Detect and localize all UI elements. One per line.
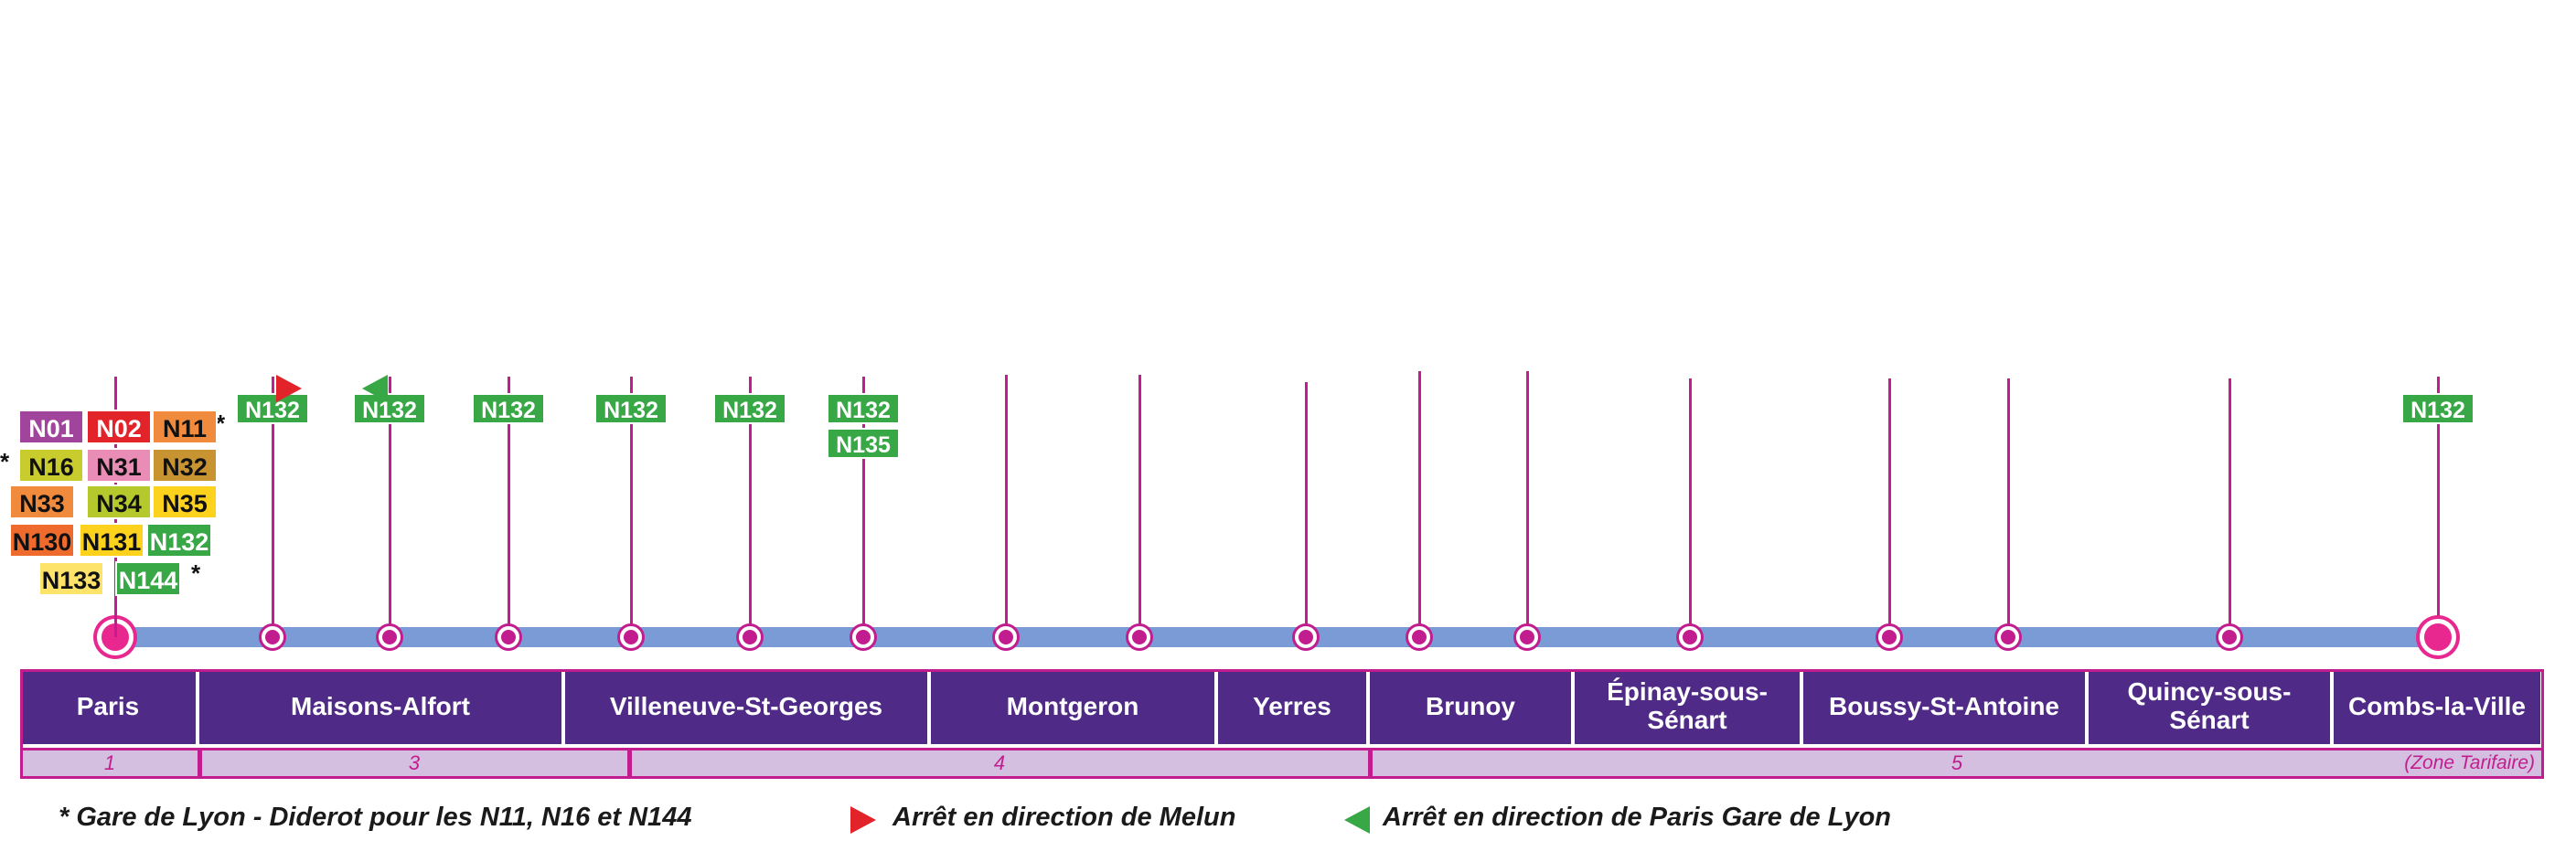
- grid-star-note: *: [216, 410, 226, 437]
- station-leader-line: [749, 377, 752, 637]
- station-leader-line: [272, 377, 274, 637]
- station-leader-line: [389, 377, 391, 637]
- station-leader-line: [1888, 378, 1891, 637]
- line-grid-cell: N133: [38, 561, 104, 596]
- red-triangle-icon: [276, 375, 302, 402]
- line-grid-cell: N02: [86, 410, 152, 444]
- station-dot: [1679, 626, 1701, 648]
- line-grid-cell: N130: [9, 523, 75, 558]
- line-grid-cell: N131: [79, 523, 144, 558]
- line-grid-cell: N33: [9, 484, 75, 519]
- commune-cell: Quincy-sous-Sénart: [2089, 669, 2334, 744]
- station-leader-line: [2007, 378, 2010, 637]
- zone-separator: [1368, 748, 1373, 779]
- station-dot: [379, 626, 401, 648]
- station-dot: [1516, 626, 1538, 648]
- legend-red: Arrêt en direction de Melun: [893, 803, 1236, 832]
- line-badge: N135: [827, 428, 900, 459]
- line-badge: N132: [713, 393, 786, 424]
- station-leader-line: [630, 377, 633, 637]
- line-grid-cell: N35: [152, 484, 218, 519]
- line-grid-cell: N132: [146, 523, 212, 558]
- station-leader-line: [862, 377, 865, 637]
- station-dot: [995, 626, 1017, 648]
- station-leader-line: [1005, 375, 1008, 637]
- station-dot: [97, 619, 134, 655]
- station-leader-line: [2437, 377, 2440, 637]
- station-dot: [1295, 626, 1317, 648]
- zone-caption: (Zone Tarifaire): [2404, 752, 2535, 773]
- zone-separator: [198, 748, 202, 779]
- station-dot: [2420, 619, 2456, 655]
- station-dot: [852, 626, 874, 648]
- grid-star-note: *: [0, 448, 10, 475]
- commune-cell: Boussy-St-Antoine: [1803, 669, 2089, 744]
- zone-label: 4: [993, 751, 1006, 774]
- line-grid-cell: N11: [152, 410, 218, 444]
- station-dot: [1878, 626, 1900, 648]
- station-leader-line: [1526, 371, 1529, 637]
- station-dot: [739, 626, 761, 648]
- zone-label: 5: [1951, 751, 1963, 774]
- line-badge: N132: [594, 393, 668, 424]
- line-track: [101, 627, 2443, 647]
- line-grid-cell: N31: [86, 448, 152, 483]
- station-dot: [1128, 626, 1150, 648]
- line-grid-cell: N144: [115, 561, 181, 596]
- line-badge: N132: [2401, 393, 2474, 424]
- station-dot: [262, 626, 283, 648]
- green-triangle-icon: [1344, 806, 1370, 834]
- line-badge: N132: [827, 393, 900, 424]
- station-dot: [1997, 626, 2019, 648]
- station-dot: [2218, 626, 2240, 648]
- commune-cell: Brunoy: [1370, 669, 1575, 744]
- commune-cell: Combs-la-Ville: [2334, 669, 2544, 744]
- line-badge: N132: [236, 393, 309, 424]
- line-grid-cell: N32: [152, 448, 218, 483]
- zone-separator: [627, 748, 632, 779]
- red-triangle-icon: [850, 806, 876, 834]
- station-leader-line: [1689, 378, 1692, 637]
- station-leader-line: [508, 377, 510, 637]
- station-leader-line: [1418, 371, 1421, 637]
- commune-cell: Montgeron: [931, 669, 1218, 744]
- zone-label: 3: [408, 751, 421, 774]
- station-dot: [620, 626, 642, 648]
- station-leader-line: [2229, 378, 2231, 637]
- station-leader-line: [1305, 382, 1308, 637]
- grid-star-note: *: [191, 559, 201, 587]
- legend-green: Arrêt en direction de Paris Gare de Lyon: [1383, 803, 1891, 832]
- line-grid-cell: N34: [86, 484, 152, 519]
- station-dot: [497, 626, 519, 648]
- station-leader-line: [1138, 375, 1141, 637]
- commune-cell: Maisons-Alfort: [199, 669, 565, 744]
- commune-cell: Paris: [20, 669, 199, 744]
- commune-cell: Épinay-sous-Sénart: [1575, 669, 1803, 744]
- line-grid-cell: N16: [18, 448, 84, 483]
- commune-cell: Yerres: [1218, 669, 1370, 744]
- line-badge: N132: [472, 393, 545, 424]
- station-dot: [1408, 626, 1430, 648]
- zone-label: 1: [103, 751, 116, 774]
- legend-note: * Gare de Lyon - Diderot pour les N11, N…: [59, 803, 692, 832]
- line-grid-cell: N01: [18, 410, 84, 444]
- commune-cell: Villeneuve-St-Georges: [565, 669, 931, 744]
- green-triangle-icon: [362, 375, 388, 402]
